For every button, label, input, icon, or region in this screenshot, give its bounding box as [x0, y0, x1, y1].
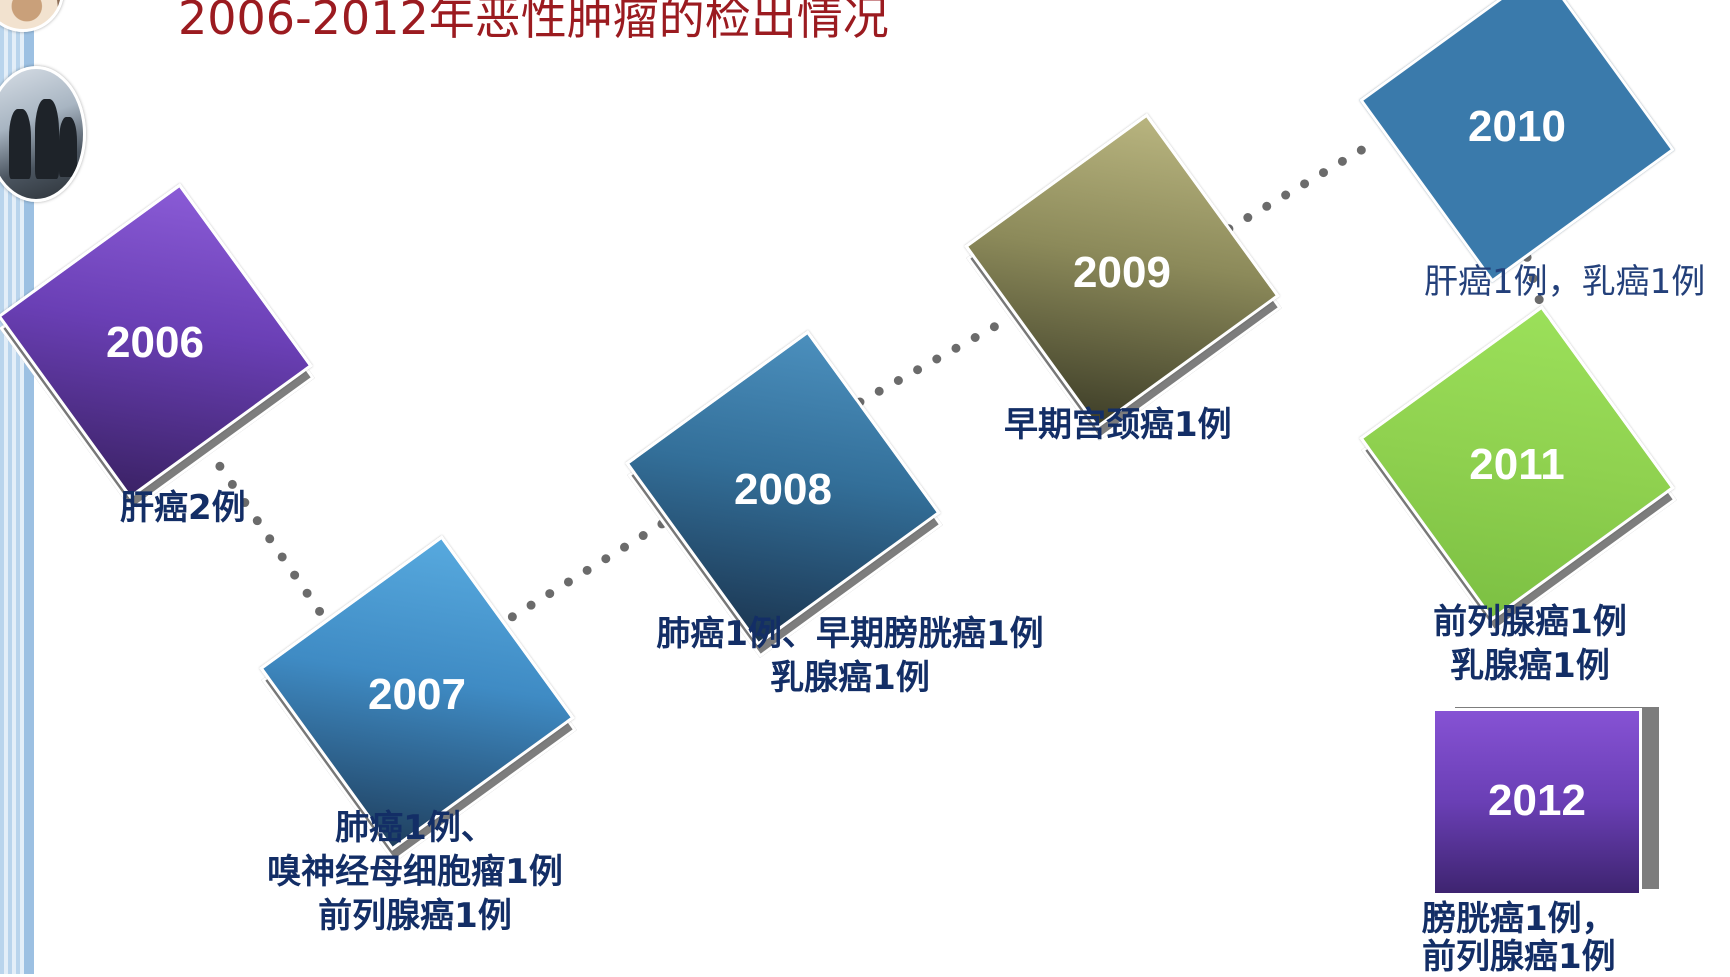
finding-line: 肝癌2例	[120, 488, 246, 528]
slide-title: 2006-2012年恶性肿瘤的检出情况	[178, 0, 889, 45]
findings-2012: 膀胱癌1例， 前列腺癌1例	[1422, 900, 1616, 976]
findings-2011: 前列腺癌1例 乳腺癌1例	[1420, 600, 1640, 688]
finding-line: 前列腺癌1例	[318, 896, 512, 936]
year-label: 2009	[1073, 248, 1171, 297]
year-card-2012: 2012	[1432, 704, 1672, 908]
year-label: 2012	[1488, 776, 1586, 825]
year-card-2011: 2011	[1359, 305, 1677, 640]
connector-2006-2007	[190, 425, 325, 617]
finding-line: 前列腺癌1例	[1422, 937, 1616, 977]
findings-2007: 肺癌1例、 嗅神经母细胞瘤1例 前列腺癌1例	[250, 806, 580, 938]
findings-2008: 肺癌1例、早期膀胱癌1例 乳腺癌1例	[630, 612, 1070, 700]
year-label: 2010	[1468, 102, 1566, 151]
finding-line: 嗅神经母细胞瘤1例	[267, 852, 563, 892]
finding-line: 前列腺癌1例	[1433, 602, 1627, 642]
year-label: 2011	[1469, 440, 1565, 489]
year-card-2009: 2009	[964, 113, 1282, 448]
finding-line: 早期宫颈癌1例	[1004, 405, 1232, 445]
finding-line: 肝癌1例，乳癌1例	[1424, 262, 1706, 302]
year-label: 2008	[734, 465, 832, 514]
findings-2010: 肝癌1例，乳癌1例	[1424, 260, 1705, 304]
card-face	[1432, 708, 1642, 896]
year-card-2006: 2006	[0, 183, 315, 518]
year-card-2008: 2008	[625, 330, 943, 665]
finding-line: 肺癌1例、早期膀胱癌1例	[656, 614, 1044, 654]
left-decor-edge	[24, 0, 34, 974]
year-card-2007: 2007	[259, 535, 577, 870]
connector-2008-2009	[855, 313, 1015, 407]
year-label: 2007	[368, 670, 466, 719]
findings-2009: 早期宫颈癌1例	[1004, 403, 1232, 447]
year-card-2010: 2010	[1359, 0, 1675, 302]
connector-2007-2008	[470, 517, 670, 645]
findings-2006: 肝癌2例	[120, 486, 246, 530]
finding-line: 膀胱癌1例，	[1422, 899, 1616, 939]
year-label: 2006	[106, 318, 204, 367]
finding-line: 乳腺癌1例	[770, 658, 930, 698]
finding-line: 乳腺癌1例	[1450, 646, 1610, 686]
finding-line: 肺癌1例、	[335, 808, 495, 848]
business-people-photo	[0, 66, 86, 202]
